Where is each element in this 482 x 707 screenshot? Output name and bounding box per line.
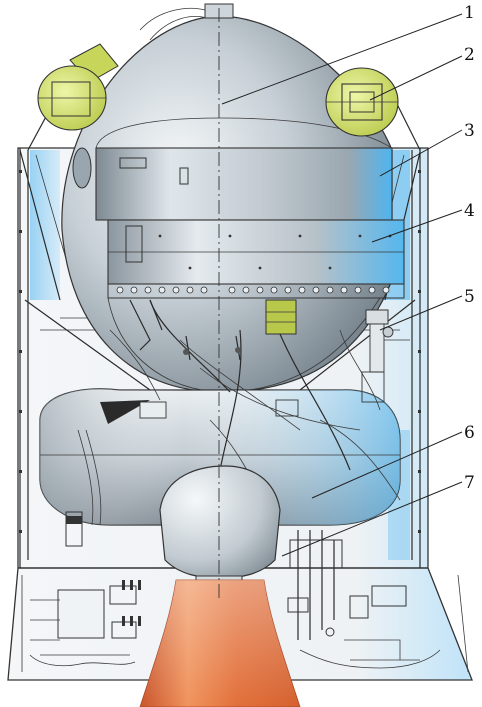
callout-7: 7: [464, 473, 475, 493]
upper-tank: [61, 3, 405, 393]
callout-4: 4: [464, 201, 475, 221]
lower-tank: [39, 388, 401, 526]
pressurant-bottle-right: [325, 67, 399, 137]
band-bolt-holes: [116, 286, 390, 294]
lower-bay-equipment: [29, 511, 441, 669]
callout-1: 1: [464, 3, 475, 23]
callout-leaders: [221, 13, 463, 557]
callout-5: 5: [464, 287, 475, 307]
sensor-box: [265, 299, 297, 335]
pressurant-bottle-left: [37, 43, 119, 131]
feed-lines: [109, 299, 401, 501]
frame-rivets-left: [19, 170, 22, 533]
callout-6: 6: [464, 423, 475, 443]
callout-labels: 1 2 3 4 5 6 7: [464, 3, 475, 493]
valve-assembly: [361, 309, 410, 403]
callout-2: 2: [464, 45, 475, 65]
frame-rivets-right: [418, 170, 421, 533]
callout-3: 3: [464, 121, 475, 141]
engine: [139, 465, 301, 707]
